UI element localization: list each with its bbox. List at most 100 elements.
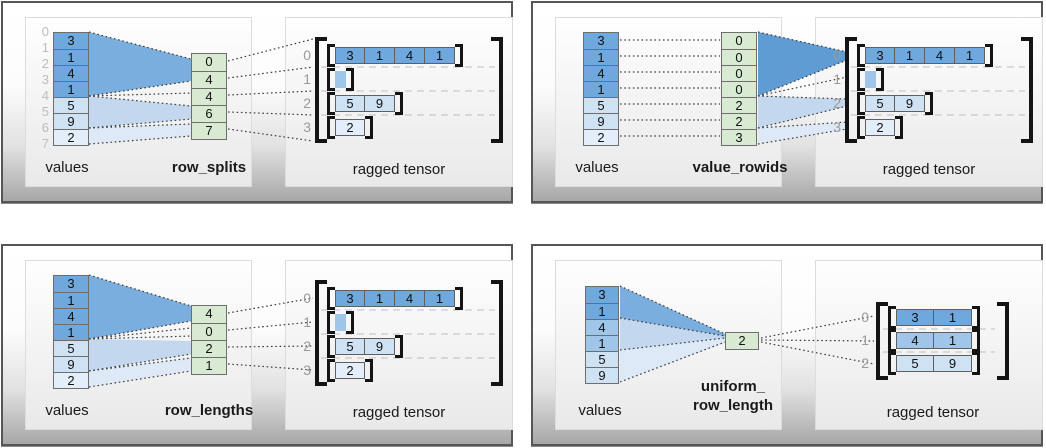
row-index-label: 1 xyxy=(833,71,841,87)
tensor-row: 3 1 4 1 xyxy=(327,287,463,310)
bracket-right xyxy=(455,287,463,310)
tensor-bracket-left xyxy=(876,302,888,380)
value-cell: 1 xyxy=(584,81,618,97)
value-cell: 1 xyxy=(54,292,88,308)
bracket-right xyxy=(895,116,903,139)
panel-value-rowids: 3 1 4 1 5 9 2 0 0 0 0 2 2 3 0 1 2 3 3 1 … xyxy=(531,1,1043,203)
value-cell: 5 xyxy=(54,340,88,356)
values-column: 3 1 4 1 5 9 2 xyxy=(53,275,89,389)
row-index-label: 1 xyxy=(303,314,311,330)
bracket-right xyxy=(876,68,884,91)
bracket-left xyxy=(888,329,896,352)
row-lengths-column: 4 0 2 1 xyxy=(191,305,227,375)
value-cell: 1 xyxy=(54,81,88,97)
value-cell: 1 xyxy=(584,49,618,65)
key-cell: 2 xyxy=(722,113,756,129)
tensor-label: ragged tensor xyxy=(886,404,980,421)
values-column: 3 1 4 1 5 9 2 xyxy=(53,32,89,146)
row-index-label: 2 xyxy=(303,95,311,111)
row-index-label: 3 xyxy=(303,362,311,378)
bracket-right xyxy=(972,306,980,329)
bracket-right xyxy=(346,68,354,91)
row-index-label: 2 xyxy=(833,95,841,111)
key-label: row_lengths xyxy=(164,402,254,419)
value-cell: 3 xyxy=(54,276,88,292)
key-cell: 2 xyxy=(722,97,756,113)
tensor-row: 2 xyxy=(857,116,903,139)
tensor-cell: 1 xyxy=(934,309,972,326)
value-cell: 1 xyxy=(586,335,618,351)
value-index-label: 7 xyxy=(41,136,49,151)
value-cell: 5 xyxy=(586,351,618,367)
row-index-label: 0 xyxy=(303,47,311,63)
value-index-label: 4 xyxy=(41,88,49,103)
bracket-left xyxy=(327,68,335,91)
key-cell: 1 xyxy=(192,357,226,374)
tensor-cell: 3 xyxy=(335,47,365,64)
key-cell: 2 xyxy=(192,340,226,357)
row-index-label: 2 xyxy=(303,338,311,354)
tensor-bracket-right xyxy=(997,302,1009,380)
bracket-left xyxy=(857,44,865,67)
tensor-cell: 1 xyxy=(934,332,972,349)
tensor-row: 4 1 xyxy=(888,329,980,352)
bracket-left xyxy=(327,92,335,115)
tensor-bracket-left xyxy=(315,37,327,143)
value-index-label: 0 xyxy=(41,24,49,39)
key-cell: 4 xyxy=(192,88,226,105)
row-splits-column: 0 4 4 6 7 xyxy=(191,53,227,140)
tensor-cell: 4 xyxy=(896,332,934,349)
tensor-row: 5 9 xyxy=(327,92,403,115)
value-index-label: 6 xyxy=(41,120,49,135)
tensor-row: 2 xyxy=(327,116,373,139)
values-column: 3 1 4 1 5 9 2 xyxy=(583,32,619,146)
tensor-row: 5 9 xyxy=(888,352,980,375)
panel-uniform-row-length: 3 1 4 1 5 9 2 0 1 2 3 1 4 1 5 9 values u… xyxy=(531,244,1043,446)
key-cell: 0 xyxy=(722,33,756,49)
value-rowids-column: 0 0 0 0 2 2 3 xyxy=(721,32,757,146)
tensor-panel xyxy=(285,17,513,187)
bracket-left xyxy=(327,311,335,334)
value-cell: 2 xyxy=(54,129,88,145)
value-cell: 2 xyxy=(54,372,88,388)
bracket-left xyxy=(888,352,896,375)
tensor-cell: 3 xyxy=(335,290,365,307)
tensor-row: 2 xyxy=(327,359,373,382)
bracket-right xyxy=(346,311,354,334)
key-cell: 0 xyxy=(192,323,226,340)
tensor-cell: 1 xyxy=(425,47,455,64)
tensor-cell: 1 xyxy=(365,47,395,64)
tensor-cell: 1 xyxy=(955,47,985,64)
tensor-cell: 9 xyxy=(365,95,395,112)
tensor-cell: 5 xyxy=(896,355,934,372)
value-cell: 3 xyxy=(586,287,618,303)
key-cell: 3 xyxy=(722,129,756,145)
value-cell: 3 xyxy=(54,33,88,49)
tensor-cell: 2 xyxy=(335,362,365,379)
uniform-row-length-cell: 2 xyxy=(725,332,759,350)
tensor-cell: 4 xyxy=(925,47,955,64)
tensor-bracket-left xyxy=(315,280,327,386)
values-column: 3 1 4 1 5 9 xyxy=(585,286,619,384)
tensor-row-empty xyxy=(327,311,354,334)
tensor-cell: 9 xyxy=(365,338,395,355)
row-index-label: 1 xyxy=(303,71,311,87)
tensor-cell: 1 xyxy=(365,290,395,307)
row-index-label: 3 xyxy=(303,119,311,135)
key-label: value_rowids xyxy=(692,159,788,176)
tensor-cell: 5 xyxy=(335,338,365,355)
tensor-row: 5 9 xyxy=(327,335,403,358)
key-cell: 2 xyxy=(726,333,758,349)
tensor-bracket-left xyxy=(845,37,857,143)
bracket-left xyxy=(327,44,335,67)
tensor-cell: 5 xyxy=(865,95,895,112)
value-cell: 5 xyxy=(54,97,88,113)
row-index-label: 0 xyxy=(861,309,869,325)
panel-row-lengths: 3 1 4 1 5 9 2 4 0 2 1 0 1 2 3 3 1 4 1 5 … xyxy=(1,244,513,446)
values-label: values xyxy=(578,402,622,419)
bracket-right xyxy=(925,92,933,115)
tensor-bracket-right xyxy=(491,37,503,143)
bracket-left xyxy=(327,335,335,358)
tensor-cell: 2 xyxy=(865,119,895,136)
tensor-cell: 1 xyxy=(425,290,455,307)
